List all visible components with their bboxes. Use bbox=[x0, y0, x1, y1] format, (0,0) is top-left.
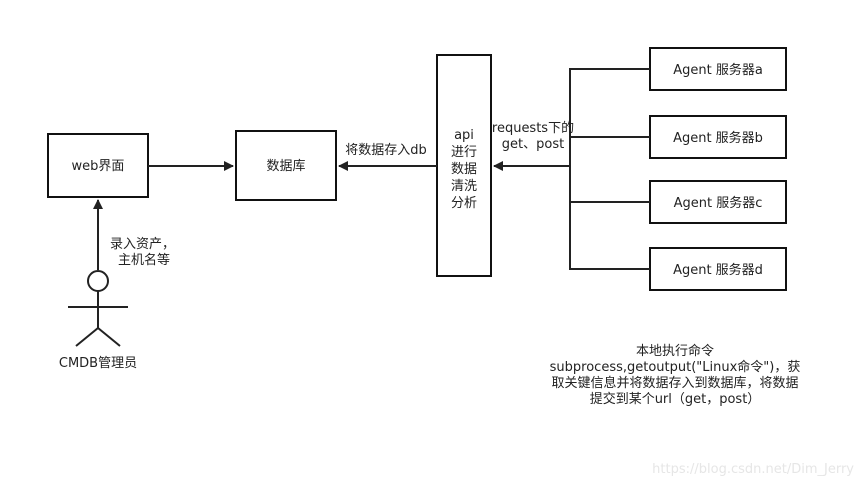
agent-node-d: Agent 服务器d bbox=[649, 247, 787, 291]
agent-bracket-line bbox=[569, 68, 650, 270]
web-ui-label: web界面 bbox=[72, 159, 125, 174]
api-label-line-5: 分析 bbox=[451, 196, 477, 211]
admin-action-line-1: 录入资产， bbox=[110, 237, 175, 252]
web-ui-node: web界面 bbox=[47, 133, 149, 198]
agent-label-a: Agent 服务器a bbox=[673, 62, 763, 78]
agent-label-d: Agent 服务器d bbox=[673, 262, 763, 278]
admin-action-line-2: 主机名等 bbox=[118, 252, 170, 268]
agent-label-c: Agent 服务器c bbox=[674, 195, 763, 211]
note-line-3: 取关键信息并将数据存入到数据库，将数据 bbox=[551, 375, 798, 391]
note-line-1: 本地执行命令 bbox=[636, 343, 714, 359]
store-db-label: 将数据存入db bbox=[345, 143, 427, 158]
api-label-line-1: api bbox=[454, 128, 474, 143]
note-line-2: subprocess,getoutput("Linux命令")，获 bbox=[550, 359, 801, 375]
api-label-line-4: 清洗 bbox=[451, 179, 477, 194]
database-node: 数据库 bbox=[235, 130, 337, 201]
requests-label-line-1: requests下的 bbox=[492, 120, 574, 136]
database-label: 数据库 bbox=[266, 158, 305, 174]
api-label-line-2: 进行 bbox=[451, 145, 477, 160]
api-label-line-3: 数据 bbox=[451, 162, 477, 177]
agent-node-b: Agent 服务器b bbox=[649, 115, 787, 159]
agent-node-a: Agent 服务器a bbox=[649, 47, 787, 91]
requests-label-line-2: get、post bbox=[502, 137, 564, 152]
admin-label: CMDB管理员 bbox=[59, 356, 137, 371]
admin-actor-icon bbox=[68, 270, 128, 347]
agent-node-c: Agent 服务器c bbox=[649, 180, 787, 224]
note-line-4: 提交到某个url（get，post） bbox=[590, 391, 761, 407]
watermark-text: https://blog.csdn.net/Dim_Jerry bbox=[652, 462, 854, 477]
agent-label-b: Agent 服务器b bbox=[673, 130, 763, 146]
api-node: api 进行 数据 清洗 分析 bbox=[436, 54, 492, 277]
